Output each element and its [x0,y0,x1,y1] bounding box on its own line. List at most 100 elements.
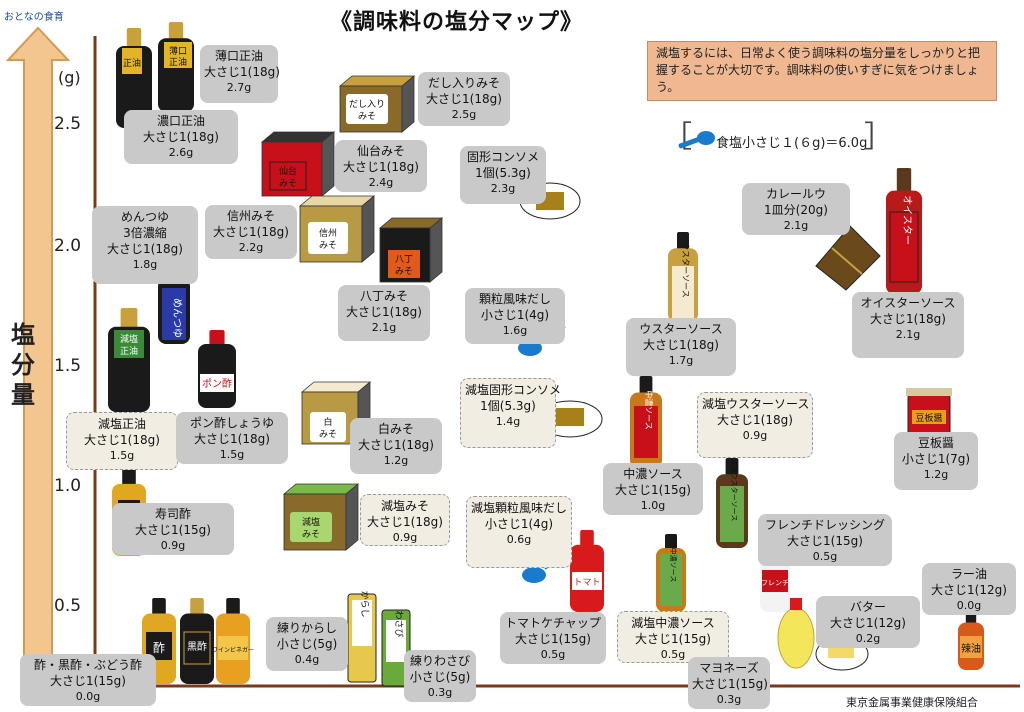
chuno-bottle-cap [639,376,653,395]
genen-miso-box-side [345,483,359,551]
seasoning-label: ラー油大さじ1(12g)0.0g [922,563,1016,615]
hatcho-miso-box-side [429,217,443,283]
label-amount: 小さじ(5g) [276,637,338,651]
sendai-text: 仙台 [279,165,297,177]
label-amount: 大さじ1(18g) [643,338,719,352]
seasoning-label: 減塩みそ大さじ1(18g)0.9g [360,494,450,546]
sendai-miso-box-side [321,131,335,197]
wine-vinegar-label [218,636,248,660]
dashi-spoon-icon [518,340,542,356]
curry-roux-icon [815,225,881,291]
label-name: だし入りみそ [427,76,500,90]
label-amount: 大さじ1(12g) [830,616,906,630]
y-tick-label: 0.5 [54,596,82,616]
label-amount: 小さじ1(4g) [484,517,554,531]
french-text: フレンチ [761,579,789,587]
label-salt: 0.9g [742,429,768,442]
y-tick-label: 1.0 [54,476,82,496]
label-name: フレンチドレッシング [764,518,885,532]
label-name: 薄口正油 [214,49,263,63]
seasoning-label: マヨネーズ大さじ1(15g)0.3g [688,657,770,709]
label-salt: 0.9g [392,531,418,544]
salt-reference: ［ 食塩小さじ１(６g)＝6.0g ］ [662,120,894,160]
seasoning-label: 減塩中濃ソース大さじ1(15g)0.5g [617,611,729,663]
label-amount: 大さじ1(18g) [143,130,219,144]
rayu-text: 辣油 [961,642,981,655]
ponzu-bottle-cap [209,330,225,346]
genen-chuno-label [660,554,682,606]
label-name: ラー油 [950,567,987,581]
label-amount: 大さじ1(18g) [84,433,160,447]
label-salt: 1.7g [668,354,694,367]
ponzu-label [200,374,234,392]
label-salt: 2.4g [368,176,394,189]
label-name: 減塩固形コンソメ [465,383,562,397]
seasoning-label: 練りわさび小さじ(5g)0.3g [404,650,476,702]
genen-chuno-text: 減塩中濃ソース [669,534,678,583]
label-amount: 大さじ1(18g) [358,438,434,452]
shinshu-miso-box-lid [298,195,376,207]
karashi-text: からし [359,590,370,617]
tobanjan-lid [906,388,952,396]
kurozu-label [183,631,211,665]
seasoning-label: フレンチドレッシング大さじ1(15g)0.5g [758,514,892,566]
french-label [762,570,788,592]
shinshu-text: 信州 [319,227,337,239]
label-name: ウスターソース [639,322,723,336]
label-name: 固形コンソメ [466,150,539,164]
kurozu-text: 黒酢 [187,640,207,653]
tobanjan-text: 豆板醤 [915,412,942,424]
label-amount: 小さじ1(7g) [901,452,971,466]
genen-chuno-bottle-cap [665,534,677,550]
label-salt: 0.2g [855,632,881,645]
worcester-text: ウスターソース [681,242,690,298]
page-title: 《調味料の塩分マップ》 [330,10,584,35]
label-name: カレールウ [765,187,826,201]
label-amount: 大さじ1(18g) [194,432,270,446]
hatcho-text: 八丁 [395,255,413,265]
label-amount: 大さじ1(15g) [787,534,863,548]
label-salt: 2.3g [490,182,516,195]
dashi-miso-text: だし入り [349,99,385,110]
label-amount: 大さじ1(15g) [135,523,211,537]
label-amount: 大さじ1(18g) [367,515,443,529]
seasoning-label: 信州みそ大さじ1(18g)2.2g [205,205,297,259]
worcester-label [672,266,694,318]
reference-text: 食塩小さじ１(６g)＝6.0g [716,136,868,151]
label-amount: 大さじ1(15g) [692,677,768,691]
usukuchi-text: 正油 [169,56,187,68]
genen-worcester-label [720,486,744,542]
measuring-spoon-icon [678,131,715,149]
label-salt: 0.3g [716,693,742,706]
label-name: 八丁みそ [359,289,408,303]
genen-miso-label [290,512,332,542]
label-salt: 0.0g [75,690,101,703]
label-amount: 大さじ1(18g) [107,242,183,256]
shinshu-text: みそ [319,240,337,251]
label-amount: 大さじ1(15g) [515,632,591,646]
sushizu-bottle-cap [122,468,136,486]
seasoning-label: だし入りみそ大さじ1(18g)2.5g [418,72,510,126]
label-name: 練りわさび [409,654,470,668]
seasoning-label: 減塩ウスターソース大さじ1(18g)0.9g [697,392,813,458]
mentsuyu-label [162,288,186,340]
label-amount: 小さじ(5g) [409,670,471,684]
sendai-text: みそ [279,178,297,189]
seasoning-label: 酢・黒酢・ぶどう酢大さじ1(15g)0.0g [20,654,156,706]
label-name: 酢・黒酢・ぶどう酢 [33,658,142,672]
label-salt: 2.5g [451,108,477,121]
genen-dashi-spoon-icon [522,567,546,583]
genen-soy-text: 正油 [120,345,138,357]
ketchup-bottle-cap [580,530,594,547]
label-salt: 2.1g [895,328,921,341]
seasoning-label: オイスターソース大さじ1(18g)2.1g [852,292,964,358]
oyster-label [889,211,919,283]
label-salt: 1.8g [132,258,158,271]
seasoning-label: 顆粒風味だし小さじ1(4g)1.6g [465,288,565,344]
wasabi-label [386,620,406,662]
dashi-miso-box-side [401,75,415,133]
genen-miso-text: みそ [302,529,320,540]
